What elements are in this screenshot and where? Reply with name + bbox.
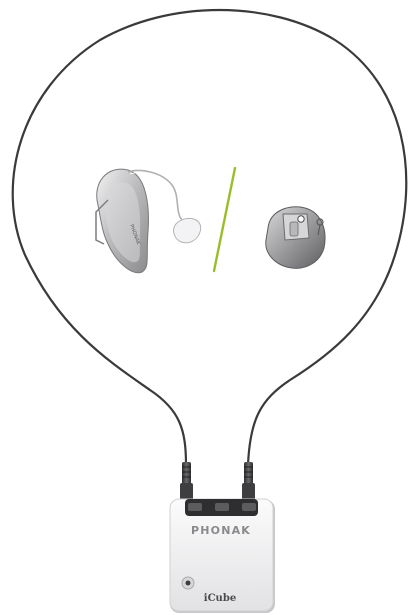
right-connector: [242, 462, 255, 502]
bte-hearing-aid-icon: PHONAK: [96, 169, 201, 273]
icube-device: PHONAK iCube: [170, 499, 275, 613]
in-the-ear-hearing-aid-icon: [266, 207, 325, 268]
divider-slash: [214, 168, 235, 271]
left-connector: [180, 462, 193, 502]
product-name: iCube: [204, 593, 236, 604]
brand-logo: PHONAK: [191, 524, 251, 537]
neck-loop-cable: [13, 10, 407, 465]
